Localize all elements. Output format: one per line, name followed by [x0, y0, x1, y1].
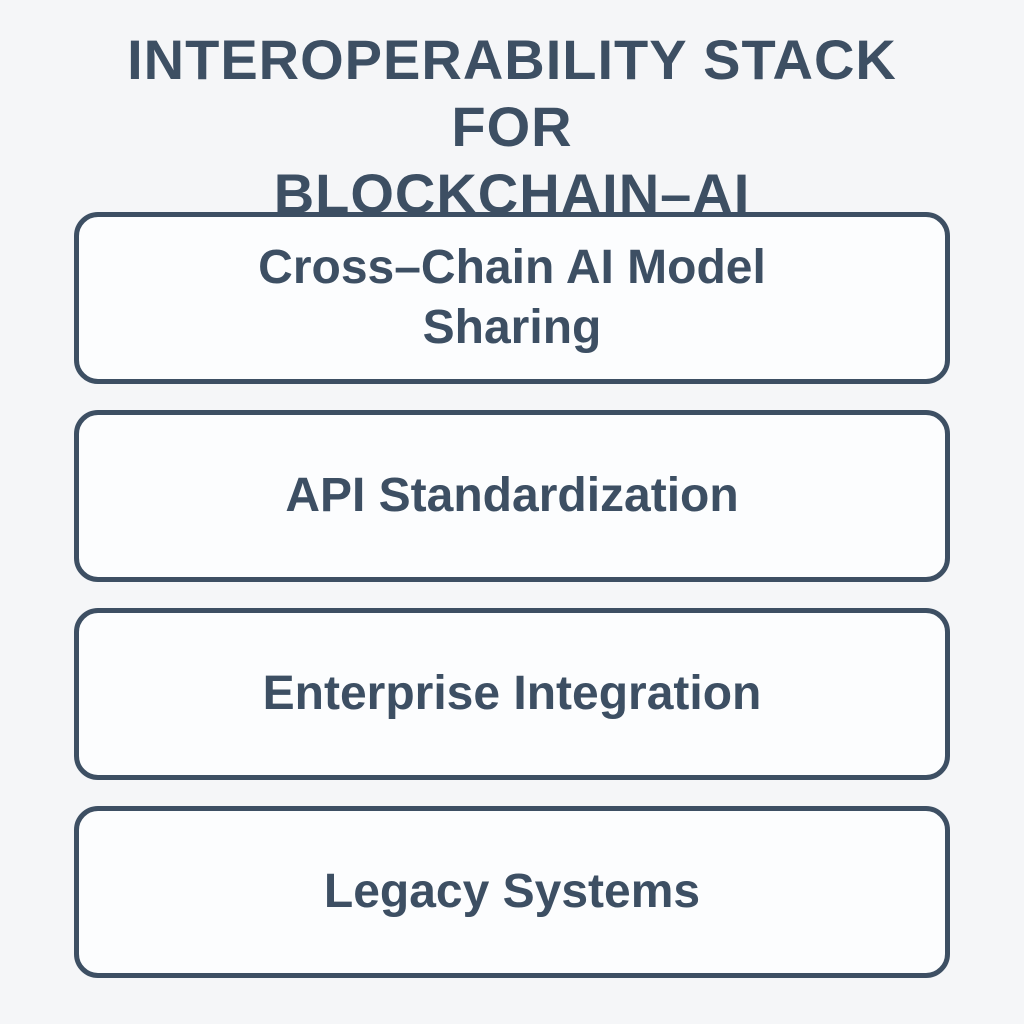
- layer-label-legacy-systems: Legacy Systems: [323, 865, 701, 918]
- layer-api-standardization: API Standardization: [74, 410, 950, 582]
- layer-label-api-standardization: API Standardization: [285, 469, 739, 522]
- diagram-title: INTEROPERABILITY STACK FOR BLOCKCHAIN–AI: [127, 28, 897, 226]
- stack-container: Cross–Chain AI Model Sharing API Standar…: [74, 212, 950, 978]
- layer-label-enterprise-integration: Enterprise Integration: [262, 667, 762, 720]
- layer-enterprise-integration: Enterprise Integration: [74, 608, 950, 780]
- layer-cross-chain-ai-model-sharing: Cross–Chain AI Model Sharing: [74, 212, 950, 384]
- layer-label-cross-chain-ai-model-sharing: Cross–Chain AI Model Sharing: [258, 241, 766, 354]
- layer-legacy-systems: Legacy Systems: [74, 806, 950, 978]
